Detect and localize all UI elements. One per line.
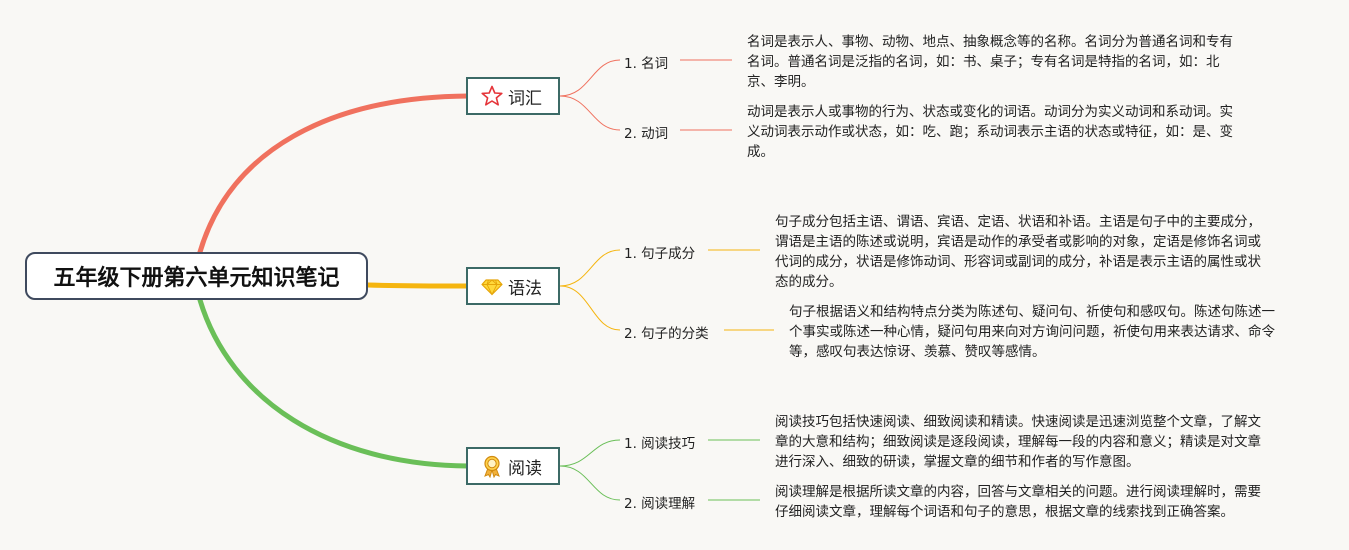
branch-line-vocab [197, 93, 471, 255]
branch-line-grammar [365, 282, 471, 289]
sub-line-comprehension [559, 465, 621, 501]
note-reading-comprehension[interactable]: 阅读理解是根据所读文章的内容，回答与文章相关的问题。进行阅读理解时，需要仔细阅读… [775, 484, 1261, 520]
note-sentence-components[interactable]: 句子成分包括主语、谓语、宾语、定语、状语和补语。主语是句子中的主要成分，谓语是主… [775, 214, 1261, 290]
sub-line-noun [559, 59, 621, 97]
sub-topic-sentence-classification[interactable]: 2. 句子的分类 [624, 326, 709, 342]
branch-label: 语法 [508, 278, 542, 299]
root-node[interactable]: 五年级下册第六单元知识笔记 [25, 252, 368, 300]
sub-line-components [559, 249, 621, 287]
note-sentence-classification[interactable]: 句子根据语义和结构特点分类为陈述句、疑问句、祈使句和感叹句。陈述句陈述一个事实或… [789, 304, 1275, 360]
branch-node-grammar[interactable]: 语法 [466, 267, 560, 305]
note-noun[interactable]: 名词是表示人、事物、动物、地点、抽象概念等的名称。名词分为普通名词和专有名词。普… [747, 34, 1233, 90]
sub-topic-sentence-components[interactable]: 1. 句子成分 [624, 246, 696, 262]
medal-icon [480, 454, 504, 478]
sub-topic-reading-comprehension[interactable]: 2. 阅读理解 [624, 496, 696, 512]
branch-line-reading [197, 297, 471, 469]
sub-topic-verb[interactable]: 2. 动词 [624, 126, 669, 142]
branch-node-reading[interactable]: 阅读 [466, 447, 560, 485]
branch-node-vocab[interactable]: 词汇 [466, 77, 560, 115]
note-verb[interactable]: 动词是表示人或事物的行为、状态或变化的词语。动词分为实义动词和系动词。实义动词表… [747, 104, 1233, 160]
root-title: 五年级下册第六单元知识笔记 [53, 266, 340, 291]
sub-line-classification [559, 285, 621, 331]
sub-topic-noun[interactable]: 1. 名词 [624, 56, 669, 72]
note-reading-skills[interactable]: 阅读技巧包括快速阅读、细致阅读和精读。快速阅读是迅速浏览整个文章，了解文章的大意… [775, 414, 1261, 470]
sub-topic-reading-skills[interactable]: 1. 阅读技巧 [624, 436, 696, 452]
sub-line-skills [559, 439, 621, 467]
diamond-icon [480, 274, 504, 298]
sub-line-verb [559, 95, 621, 131]
branch-label: 阅读 [508, 458, 542, 479]
branch-label: 词汇 [508, 88, 542, 109]
star-icon [480, 84, 504, 108]
